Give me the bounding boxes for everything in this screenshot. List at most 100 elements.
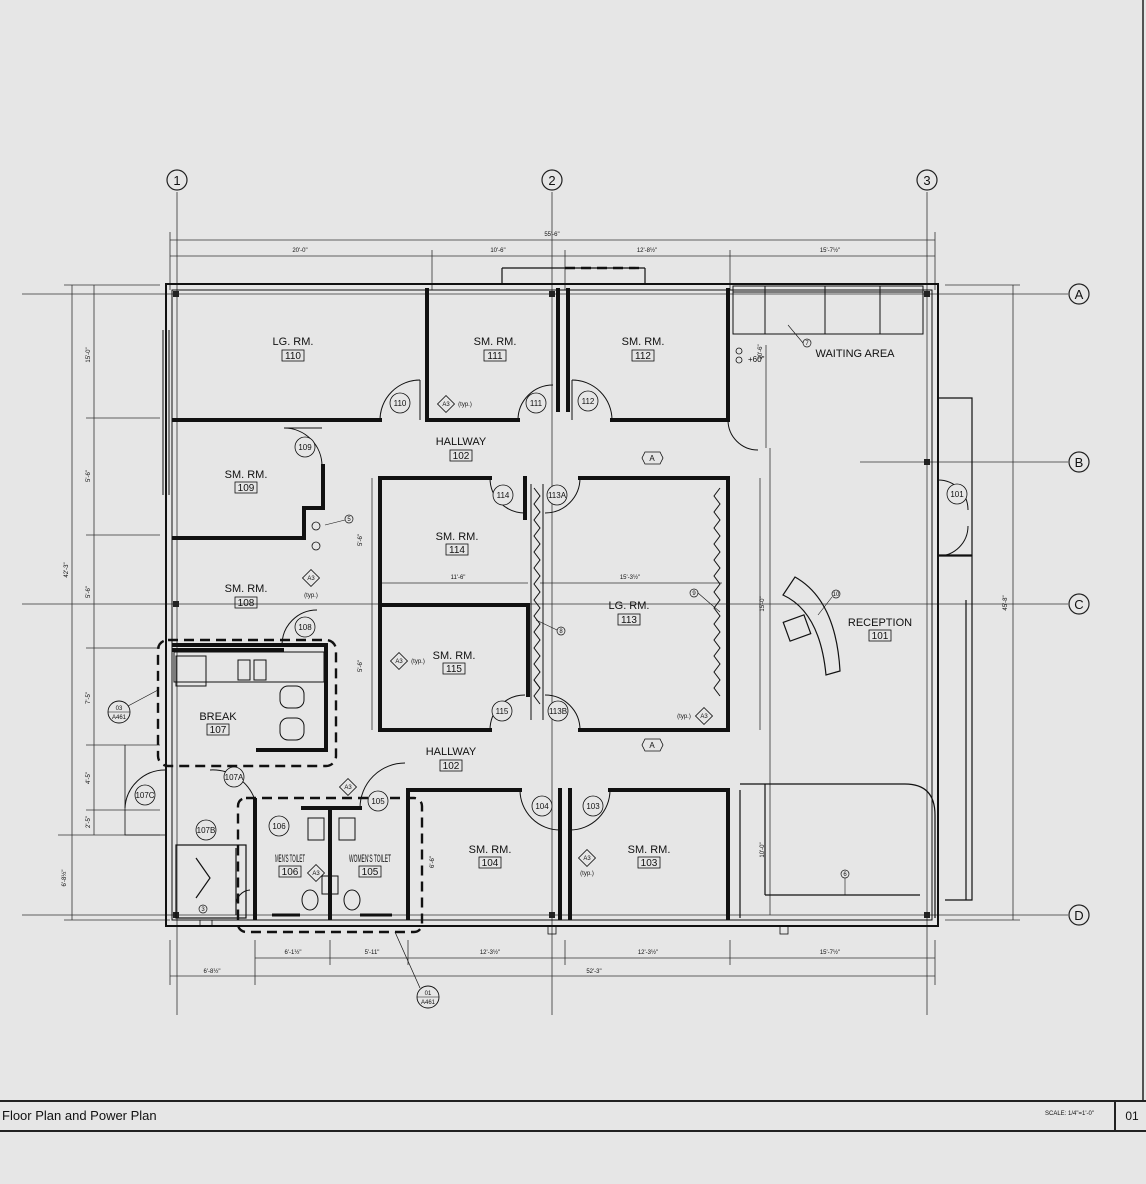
detail-sheet: A461 bbox=[421, 1000, 436, 1006]
room-name: RECEPTION bbox=[848, 617, 912, 629]
drawing-title: Floor Plan and Power Plan bbox=[2, 1108, 157, 1123]
room-name: HALLWAY bbox=[426, 746, 477, 758]
dim-top-3: 12'-8½" bbox=[637, 247, 657, 254]
wall-type-label: A3 bbox=[442, 402, 450, 408]
room-114: SM. RM. 114 bbox=[436, 531, 479, 556]
room-waiting-area: WAITING AREA bbox=[815, 348, 895, 360]
detail-number: 03 bbox=[116, 706, 123, 712]
room-number: 115 bbox=[446, 664, 462, 675]
wall-type-tag: A3 bbox=[338, 777, 358, 797]
keynote-label: 5 bbox=[347, 517, 351, 523]
enlarged-plan-boundaries bbox=[156, 266, 645, 934]
door-tag-110: 110 bbox=[394, 399, 407, 408]
room-number: 104 bbox=[482, 858, 499, 869]
door-tag-108: 108 bbox=[298, 623, 312, 632]
keynote-label: 3 bbox=[201, 907, 205, 913]
room-name: SM. RM. bbox=[225, 469, 268, 481]
sheet-number: 01 bbox=[1114, 1102, 1146, 1130]
grid-bubble-a bbox=[1068, 283, 1090, 305]
reception-desk bbox=[782, 576, 841, 676]
keynote-label: 9 bbox=[692, 591, 696, 597]
wall-type-label: A3 bbox=[700, 714, 708, 720]
dim-top-2: 10'-6" bbox=[490, 248, 505, 254]
grid-bubbles: 1 2 3 A B C D bbox=[166, 169, 1090, 926]
elevation-label: A bbox=[649, 454, 655, 463]
wall-type-typ: (typ.) bbox=[580, 871, 594, 877]
room-101: RECEPTION 101 bbox=[848, 617, 912, 642]
detail-callout-break-room: 03 A461 bbox=[107, 689, 159, 724]
room-113: LG. RM. 113 bbox=[609, 600, 650, 626]
room-name: BREAK bbox=[199, 711, 237, 723]
grid-lines bbox=[22, 192, 1068, 1015]
room-number: 110 bbox=[285, 351, 301, 362]
dim-bottom-2: 5'-11" bbox=[365, 950, 380, 956]
wall-type-typ: (typ.) bbox=[458, 402, 472, 408]
dim-top-1: 20'-0" bbox=[292, 248, 307, 254]
dim-room-103-depth: 10'-0" bbox=[760, 842, 766, 857]
wall-type-tag: A3 (typ.) bbox=[677, 706, 714, 726]
dim-bottom-4: 12'-3½" bbox=[638, 949, 658, 956]
room-name: SM. RM. bbox=[622, 336, 665, 348]
dim-waiting-depth: 10'-6" bbox=[758, 344, 764, 359]
wall-type-label: A3 bbox=[344, 785, 352, 791]
room-106: MEN'S TOILET 106 bbox=[275, 853, 305, 878]
acoustic-partitions bbox=[530, 484, 721, 720]
elevation-marker: A bbox=[641, 738, 664, 752]
room-103: SM. RM. 103 bbox=[628, 844, 671, 869]
interior-walls bbox=[172, 288, 730, 920]
waiting-area-bench bbox=[732, 285, 924, 335]
room-labels: LG. RM. 110 SM. RM. 111 SM. RM. 112 WAIT… bbox=[199, 336, 912, 878]
room-name: WAITING AREA bbox=[815, 348, 895, 360]
grid-label-2: 2 bbox=[548, 173, 555, 188]
dim-room-113-depth: 15'-0" bbox=[760, 596, 766, 611]
grid-label-d: D bbox=[1074, 908, 1083, 923]
door-tag-111: 111 bbox=[530, 399, 543, 408]
wall-type-tag: A3 (typ.) bbox=[389, 651, 425, 671]
keynote-10: 10 bbox=[817, 589, 841, 616]
room-name: MEN'S TOILET bbox=[275, 853, 305, 865]
room-number: 106 bbox=[282, 867, 299, 878]
dim-top-4: 15'-7½" bbox=[820, 247, 840, 254]
keynote-5: 5 bbox=[324, 514, 354, 526]
door-tag-103: 103 bbox=[586, 802, 600, 811]
drawing-scale: SCALE: 1/4"=1'-0" bbox=[1045, 1111, 1094, 1117]
dim-room-113-width: 15'-3½" bbox=[620, 574, 640, 581]
dim-room-104-depth: 6'-6" bbox=[430, 856, 436, 868]
break-room-casework bbox=[173, 651, 325, 741]
wall-type-typ: (typ.) bbox=[677, 714, 691, 720]
annotation-tags: A3 (typ.) A3 (typ.) A3 (typ.) A3 (typ.) … bbox=[107, 324, 850, 1009]
room-name: LG. RM. bbox=[273, 336, 314, 348]
door-tag-115: 115 bbox=[496, 707, 509, 716]
dim-left-2: 5'-6" bbox=[86, 470, 92, 482]
keynote-label: 8 bbox=[559, 629, 563, 635]
grid-bubble-1 bbox=[166, 169, 188, 191]
room-110: LG. RM. 110 bbox=[273, 336, 314, 362]
dimension-labels: 5 5'-6" 20'-0" 10'-6" 12'-8½" 15'-7½" 6'-… bbox=[61, 232, 1009, 975]
door-tag-107b: 107B bbox=[197, 826, 216, 835]
room-number: 102 bbox=[443, 761, 460, 772]
room-number: 112 bbox=[635, 351, 651, 362]
dim-bottom-1: 6'-1½" bbox=[285, 949, 302, 956]
grid-bubble-2 bbox=[541, 169, 563, 191]
door-tag-104: 104 bbox=[535, 802, 549, 811]
door-tag-106: 106 bbox=[272, 822, 286, 831]
room-number: 108 bbox=[238, 598, 255, 609]
west-window bbox=[162, 330, 170, 495]
door-tag-107c: 107C bbox=[135, 791, 154, 800]
keynote-label: 6 bbox=[843, 872, 847, 878]
grid-bubble-b bbox=[1068, 451, 1090, 473]
room-name: SM. RM. bbox=[436, 531, 479, 543]
elevation-marker: A bbox=[641, 451, 664, 465]
wall-type-tag: A3 (typ.) bbox=[436, 394, 472, 414]
grid-bubble-3 bbox=[916, 169, 938, 191]
grid-bubble-c bbox=[1068, 593, 1090, 615]
grid-label-b: B bbox=[1075, 455, 1084, 470]
wall-type-label: A3 bbox=[583, 856, 591, 862]
room-number: 102 bbox=[453, 451, 470, 462]
door-tag-109: 109 bbox=[298, 443, 312, 452]
grid-bubble-d bbox=[1068, 904, 1090, 926]
dim-bottom-3: 12'-3½" bbox=[480, 949, 500, 956]
wall-type-typ: (typ.) bbox=[304, 593, 318, 599]
mechanical-closet bbox=[175, 844, 247, 919]
keynote-7: 7 bbox=[787, 324, 812, 348]
